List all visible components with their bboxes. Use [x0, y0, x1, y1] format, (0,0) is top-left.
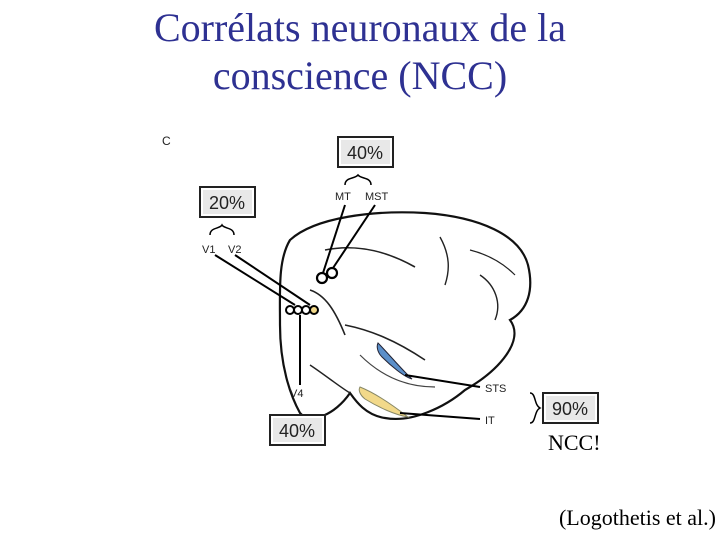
pointer-mt — [322, 204, 346, 274]
sts-region — [376, 342, 413, 380]
slide-title: Corrélats neuronaux de la conscience (NC… — [0, 4, 720, 100]
sulcus-intraparietal — [324, 246, 416, 268]
title-line-2: conscience (NCC) — [212, 53, 508, 98]
label-v1: V1 — [202, 244, 215, 256]
early-brace — [209, 223, 235, 236]
early-recording-sites — [285, 305, 319, 315]
motion-recording-sites — [315, 266, 339, 285]
label-sts: STS — [485, 383, 506, 395]
temporal-percent: 90% — [552, 399, 588, 419]
sulcus-superior-temporal — [344, 324, 426, 361]
motion-brace — [344, 173, 372, 186]
sulcus-arcuate — [479, 274, 499, 321]
brain-diagram: C 20% V1 V2 40% MT MST V4 40% — [162, 134, 599, 446]
sulcus-central — [439, 236, 449, 286]
citation: (Logothetis et al.) — [558, 505, 716, 530]
panel-letter: C — [162, 134, 171, 148]
label-mst: MST — [365, 191, 389, 203]
motion-percent: 40% — [347, 143, 383, 163]
brain-outline — [278, 211, 532, 420]
label-v4: V4 — [290, 388, 303, 400]
pointer-v1 — [214, 254, 296, 306]
early-percent: 20% — [209, 193, 245, 213]
label-it: IT — [485, 415, 495, 427]
sulcus-temporal-fold — [359, 354, 436, 388]
pointer-v2 — [234, 254, 311, 306]
temporal-brace — [529, 392, 542, 424]
it-region — [358, 386, 410, 418]
pointer-mst — [332, 204, 376, 269]
sulcus-principal — [469, 249, 516, 276]
label-mt: MT — [335, 191, 351, 203]
pointer-sts — [404, 374, 481, 388]
pointer-it — [399, 412, 481, 420]
ncc-label: NCC! — [548, 430, 601, 455]
title-line-1: Corrélats neuronaux de la — [153, 5, 567, 50]
label-v2: V2 — [228, 244, 241, 256]
sulcus-inferior — [309, 364, 351, 394]
sulcus-lunate — [309, 289, 346, 336]
v4-percent: 40% — [279, 421, 315, 441]
